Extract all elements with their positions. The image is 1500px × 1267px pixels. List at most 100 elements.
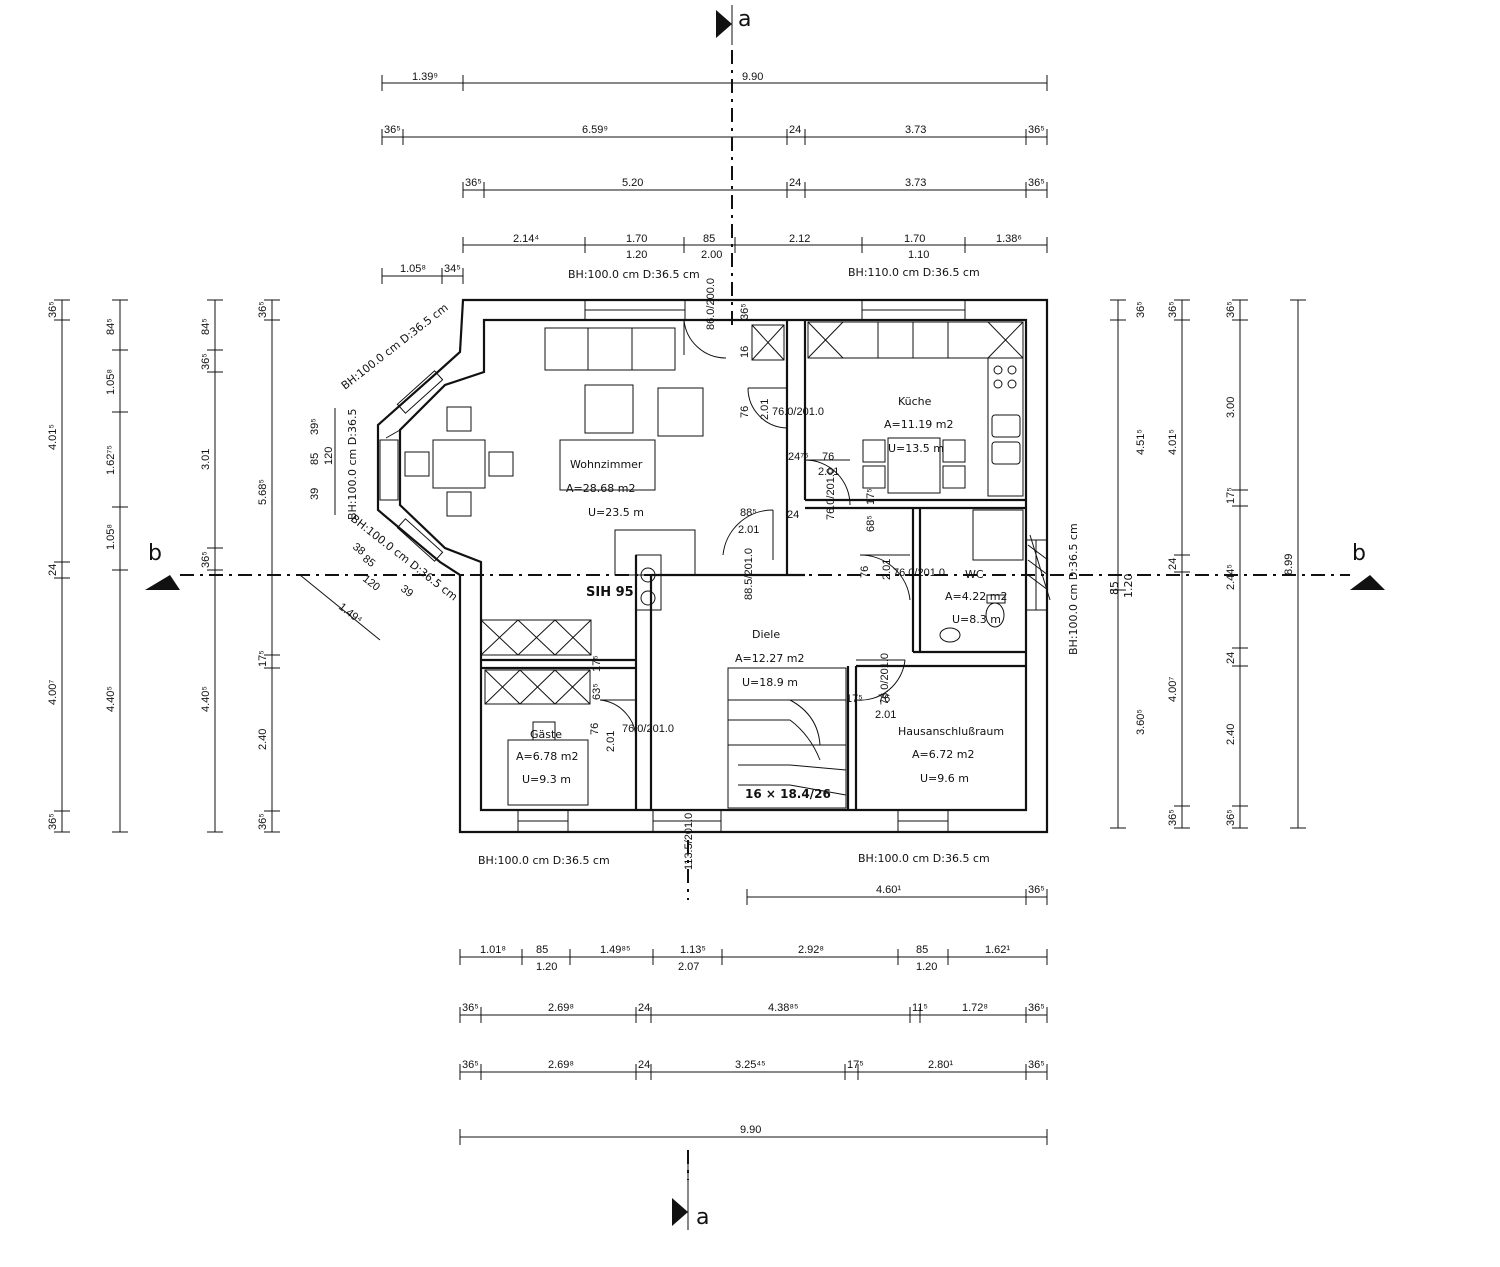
door-note: 36⁵: [739, 303, 751, 320]
dim-text: 36⁵: [200, 551, 212, 568]
dim-text: 3.01: [200, 449, 212, 470]
dim-text: 24: [638, 1059, 650, 1071]
door-note: 2.01: [759, 399, 771, 420]
section-mark-a-top: a: [716, 5, 751, 45]
room-perimeter: U=8.3 m: [952, 613, 1001, 626]
dim-text: 3.73: [905, 124, 926, 136]
dim-text: 2.00: [701, 249, 722, 261]
dim-text: 84⁵: [200, 318, 212, 335]
section-mark-a-bottom: a: [672, 1150, 709, 1230]
dim-text: 6.59⁹: [582, 124, 608, 136]
window-note: BH:110.0 cm D:36.5 cm: [848, 266, 980, 279]
dim-text: 17⁵: [257, 650, 269, 667]
section-label: b: [1352, 541, 1366, 566]
dim-text: 2.92⁸: [798, 944, 824, 956]
dim-text: 36⁵: [1225, 301, 1237, 318]
dim-top-row3: 36⁵ 5.20 24 3.73 36⁵: [462, 177, 1048, 198]
doors: [599, 319, 1051, 741]
dim-text: 1.01⁸: [480, 944, 506, 956]
dim-text: 4.00⁷: [1167, 677, 1179, 702]
dim-text: 36⁵: [1028, 177, 1045, 189]
dim-text: 1.20: [536, 961, 557, 973]
room-name: Gäste: [530, 728, 562, 741]
dim-text: 39: [398, 583, 415, 600]
dim-text: 4.00⁷: [47, 680, 59, 705]
dim-text: 1.39⁹: [412, 71, 438, 83]
dim-text: 1.05⁸: [105, 524, 117, 550]
door-note: 88.5/201.0: [743, 548, 755, 600]
dim-text: 1.20: [1122, 574, 1135, 599]
dim-text: 1.10: [908, 249, 929, 261]
room-diele: Diele A=12.27 m2 U=18.9 m: [735, 628, 804, 689]
dim-text: 17⁵: [1225, 487, 1237, 504]
dim-right-col4: 8.99: [1283, 299, 1306, 829]
door-note: 76: [859, 566, 871, 578]
dim-text: 4.01⁵: [47, 424, 59, 450]
room-wc: WC A=4.22 m2 U=8.3 m: [945, 568, 1007, 626]
door-note: 63⁵: [591, 683, 603, 700]
room-area: A=4.22 m2: [945, 590, 1007, 603]
dim-text: 3.25⁴⁵: [735, 1059, 766, 1071]
dim-text: 36⁵: [384, 124, 401, 136]
dim-text: 1.20: [916, 961, 937, 973]
section-label: a: [696, 1205, 709, 1230]
door-note: 17⁵: [591, 655, 603, 672]
door-note: 17⁵: [846, 693, 863, 705]
dim-text: 4.40⁵: [200, 686, 212, 712]
dim-text: 5.20: [622, 177, 643, 189]
dim-text: 2.40: [257, 729, 269, 750]
window-note: BH:100.0 cm D:36.5 cm: [1067, 523, 1080, 655]
dim-text: 8.99: [1283, 554, 1295, 575]
dim-top-row4: 2.14⁴ 1.70 85 2.12 1.70 1.38⁶ 1.20 2.00 …: [462, 233, 1048, 261]
dim-text: 2.07: [678, 961, 699, 973]
door-note: 2.01: [738, 524, 759, 536]
window-note: BH:100.0 cm D:36.5 cm: [858, 852, 990, 865]
door-note: 76: [739, 406, 751, 418]
dim-text: 85: [1108, 581, 1121, 595]
window-note: BH:100.0 cm D:36.5: [346, 409, 359, 520]
dim-text: 36⁵: [1028, 884, 1045, 896]
dim-text: 36⁵: [1167, 301, 1179, 318]
furniture: [404, 327, 1024, 809]
room-perimeter: U=18.9 m: [742, 676, 798, 689]
dim-text: 36⁵: [1028, 1059, 1045, 1071]
room-wohnzimmer: Wohnzimmer A=28.68 m2 U=23.5 m: [566, 458, 644, 519]
room-area: A=11.19 m2: [884, 418, 953, 431]
dim-bottom-row0: 4.60¹ 36⁵: [746, 884, 1048, 905]
dim-text: 1.62¹: [985, 944, 1010, 956]
dim-top-row2: 36⁵ 6.59⁹ 24 3.73 36⁵: [381, 124, 1048, 145]
dim-text: 39: [309, 488, 321, 500]
room-perimeter: U=23.5 m: [588, 506, 644, 519]
dim-text: 3.73: [905, 177, 926, 189]
dim-bottom-row3: 36⁵ 2.69⁸ 24 3.25⁴⁵ 17⁵ 2.80¹ 36⁵: [459, 1059, 1048, 1080]
window-note: BH:100.0 cm D:36.5 cm: [339, 301, 451, 392]
dim-bottom-row4: 9.90: [459, 1124, 1048, 1145]
window-note: BH:100.0 cm D:36.5 cm: [568, 268, 700, 281]
stair-label: 16 × 18.4/26: [745, 787, 831, 801]
dim-text: 36⁵: [1167, 809, 1179, 826]
door-note: 2.01: [605, 731, 617, 752]
door-note: 76: [589, 723, 601, 735]
dim-text: 39⁵: [309, 418, 321, 435]
dim-text: 36⁵: [1225, 809, 1237, 826]
dim-text: 1.72⁸: [962, 1002, 988, 1014]
dim-text: 4.51⁵: [1135, 429, 1147, 455]
dim-text: 24: [1167, 558, 1179, 570]
dim-text: 1.38⁶: [996, 233, 1022, 245]
dim-text: 1.13⁵: [680, 944, 706, 956]
dim-text: 36⁵: [462, 1059, 479, 1071]
dim-text: 1.62⁷⁵: [105, 445, 117, 475]
dim-text: 36⁵: [1028, 124, 1045, 136]
dim-text: 2.69⁸: [548, 1002, 574, 1014]
door-note: 2.01: [818, 466, 839, 478]
dim-text: 36⁵: [465, 177, 482, 189]
door-note: 76.0/201.0: [772, 406, 824, 418]
dim-text: 2.12: [789, 233, 810, 245]
dim-text: 1.49⁸⁵: [600, 944, 631, 956]
dim-text: 24: [638, 1002, 650, 1014]
dim-bottom-row1: 1.01⁸ 85 1.49⁸⁵ 1.13⁵ 2.92⁸ 85 1.62¹ 1.2…: [459, 944, 1048, 973]
dim-text: 2.14⁴: [513, 233, 539, 245]
room-gaeste: Gäste A=6.78 m2 U=9.3 m: [516, 728, 578, 786]
windows: [517, 299, 1048, 833]
